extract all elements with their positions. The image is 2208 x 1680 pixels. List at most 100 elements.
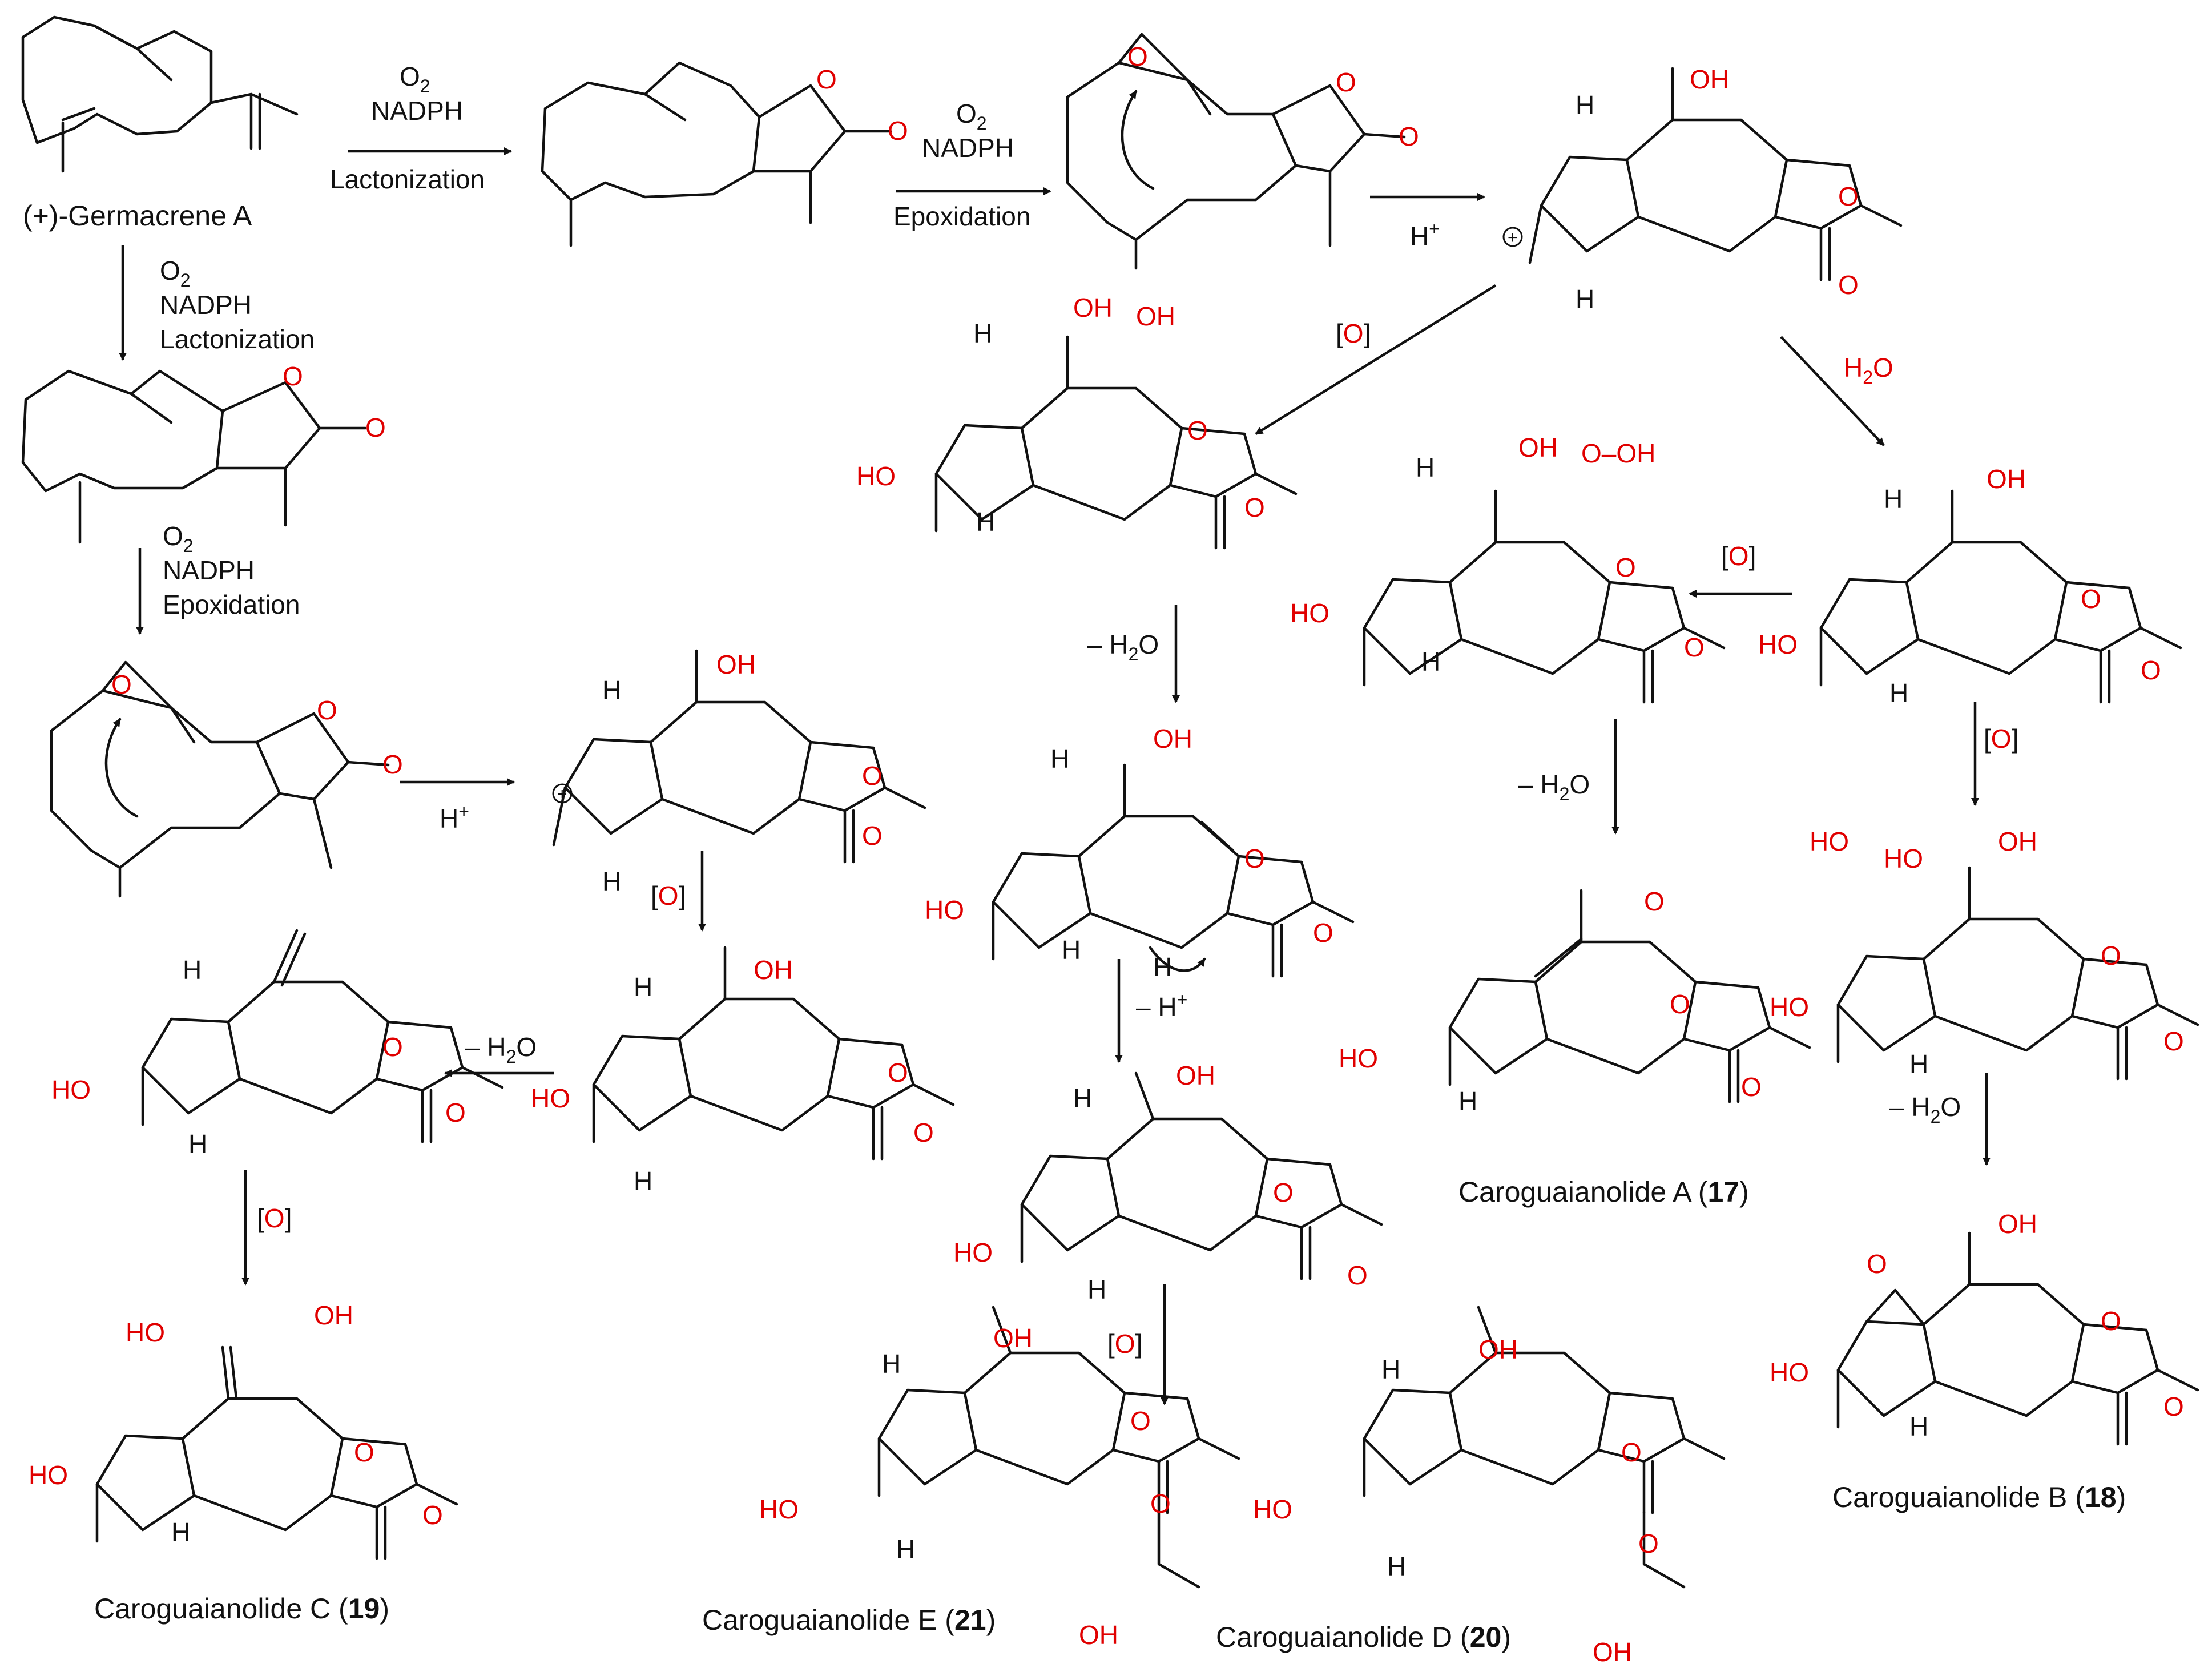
hydroxyl-diol-mid-2: HO [531, 1083, 570, 1113]
reagent-minus-h2o-2: – H2O [1087, 630, 1159, 664]
guaianyl-cation-left [552, 649, 925, 862]
hydroxyl-b-2: HO [1770, 1357, 1809, 1387]
tetraol-intermediate [1836, 866, 2198, 1079]
hydrogen-c: H [171, 1517, 190, 1547]
caroguaianolide-e-label: Caroguaianolide E (21) [702, 1604, 996, 1636]
germacranolide-left-structure [21, 369, 367, 544]
lactone-oxygen-tetraol: O [2101, 941, 2121, 970]
caroguaianolide-d-structure [1363, 1306, 1724, 1589]
hydrogen-diol-mid-bottom: H [634, 1166, 652, 1196]
hydroxyl-d-1: OH [1478, 1335, 1518, 1364]
epoxide-oxygen: O [1127, 42, 1148, 71]
reagent-oxidation-5: [O] [1721, 541, 1756, 571]
reagent-h-plus-1: H+ [1410, 219, 1440, 251]
hydrogen-bottom: H [1576, 284, 1594, 314]
lactone-oxygen-c: O [354, 1437, 374, 1467]
lactone-oxygen-b: O [2101, 1306, 2121, 1336]
carbonyl-oxygen-c: O [422, 1500, 443, 1530]
lactone-oxygen-2: O [1336, 67, 1356, 97]
carbonyl-oxygen-butenolide: O [1347, 1260, 1368, 1290]
lactone-oxygen-center: O [1187, 416, 1208, 445]
caroguaianolide-c-label: Caroguaianolide C (19) [94, 1593, 389, 1625]
reagent-o2-3: O2 [160, 256, 191, 291]
hydrogen-e-top: H [882, 1349, 901, 1379]
hydroxyl-d-3: OH [1593, 1637, 1632, 1667]
hydroxyl-center-2: OH [1136, 301, 1175, 331]
lactone-oxygen-right: O [2081, 584, 2101, 614]
hydrogen-e-bottom: H [896, 1534, 915, 1564]
hydroxyl-center-1: OH [1073, 293, 1113, 323]
caroguaianolide-d-label: Caroguaianolide D (20) [1216, 1621, 1511, 1653]
reagent-oxidation-4: [O] [1107, 1329, 1142, 1359]
caroguaianolide-c-structure [95, 1345, 457, 1558]
carbonyl-oxygen-6: O [862, 821, 883, 851]
hydroxyl-c-1: HO [126, 1318, 165, 1347]
arrow-oxidation-center [1255, 284, 1497, 435]
hydrogen-butenolide-bottom: H [1087, 1275, 1106, 1304]
lactone-oxygen-peroxide: O [1615, 553, 1636, 582]
hydroxyl-tetraol-3: OH [1998, 827, 2037, 856]
caroguaianolide-b-label: Caroguaianolide B (18) [1832, 1481, 2126, 1513]
reagent-nadph-2: NADPH [922, 133, 1014, 163]
caroguaianolide-a-structure [1448, 889, 1810, 1102]
reagent-oxidation-2: [O] [257, 1203, 292, 1233]
lactone-oxygen-d: O [1621, 1437, 1642, 1467]
arrow-hydration [1780, 336, 1885, 446]
carbonyl-oxygen-center: O [1244, 493, 1265, 522]
hydrogen-a: H [1458, 1086, 1477, 1116]
hydroxyl-exo-left: HO [51, 1075, 91, 1105]
carbonyl-oxygen: O [888, 116, 908, 146]
hydrogen-butenolide-top: H [1073, 1083, 1092, 1113]
hydroxyl-d-2: HO [1253, 1494, 1292, 1524]
hydroxyl-top: OH [1690, 65, 1729, 94]
cation-circle-2 [552, 783, 573, 804]
reagent-epoxidation-2: Epoxidation [893, 202, 1030, 231]
hydroperoxide-intermediate [1363, 489, 1724, 702]
germacrene-label: (+)-Germacrene A [23, 200, 252, 232]
carbonyl-oxygen-2: O [1399, 122, 1419, 151]
carbonyl-oxygen-e: O [1150, 1489, 1171, 1518]
ketone-oxygen-a: O [1644, 887, 1665, 916]
hydroperoxy-group: O–OH [1581, 438, 1655, 468]
carbonyl-oxygen-5: O [382, 750, 403, 779]
hydroxyl-e-3: OH [1079, 1620, 1118, 1650]
carbonyl-oxygen-peroxide: O [1684, 632, 1705, 662]
hydrogen-diol-mid-top: H [634, 972, 652, 1002]
hydroxyl-e-1: OH [993, 1323, 1033, 1353]
hydroxyl-b-1: OH [1998, 1209, 2037, 1239]
reagent-nadph-4: NADPH [163, 555, 255, 585]
hydrogen-b: H [1909, 1412, 1928, 1441]
reagent-minus-h2o-1: – H2O [465, 1032, 537, 1067]
reagent-minus-h2o-4: – H2O [1889, 1092, 1961, 1127]
carbonyl-oxygen-right: O [2141, 655, 2161, 685]
hydrogen-tetraol: H [1909, 1049, 1928, 1079]
hydrogen-center-top: H [973, 319, 992, 348]
reagent-nadph-3: NADPH [160, 290, 252, 320]
reagent-nadph-1: NADPH [371, 96, 463, 126]
lactone-oxygen-e: O [1130, 1406, 1151, 1436]
hydroxyl-peroxide-2: HO [1290, 598, 1329, 628]
epoxide-top-structure [1066, 33, 1406, 270]
reagent-minus-h-plus: – H+ [1136, 989, 1187, 1022]
carbonyl-oxygen-b: O [2163, 1392, 2184, 1421]
triol-intermediate-center [934, 335, 1296, 548]
reagent-oxidation-3: [O] [1336, 319, 1371, 348]
reagent-lactonization-3: Lactonization [160, 324, 315, 354]
hydroxyl-center-3: HO [856, 461, 896, 491]
reagent-o2-4: O2 [163, 521, 194, 556]
hydroxyl-diene-2: HO [925, 895, 964, 925]
lactone-oxygen-3: O [1838, 182, 1859, 211]
hydrogen-d-bottom: H [1387, 1552, 1406, 1581]
reagent-oxidation-6: [O] [1984, 724, 2018, 754]
cation-circle [1502, 227, 1523, 247]
caroguaianolide-a-label: Caroguaianolide A (17) [1458, 1176, 1749, 1208]
germacrene-a-structure [21, 15, 299, 173]
lactone-oxygen-7: O [888, 1058, 908, 1087]
hydrogen-right-bottom: H [1889, 678, 1908, 708]
carbonyl-oxygen-d: O [1638, 1529, 1659, 1558]
exomethylene-intermediate-left [141, 929, 502, 1142]
lactone-oxygen-6: O [862, 761, 883, 791]
diene-intermediate-center [992, 763, 1353, 976]
hydroxyl-c-2: OH [314, 1300, 353, 1330]
